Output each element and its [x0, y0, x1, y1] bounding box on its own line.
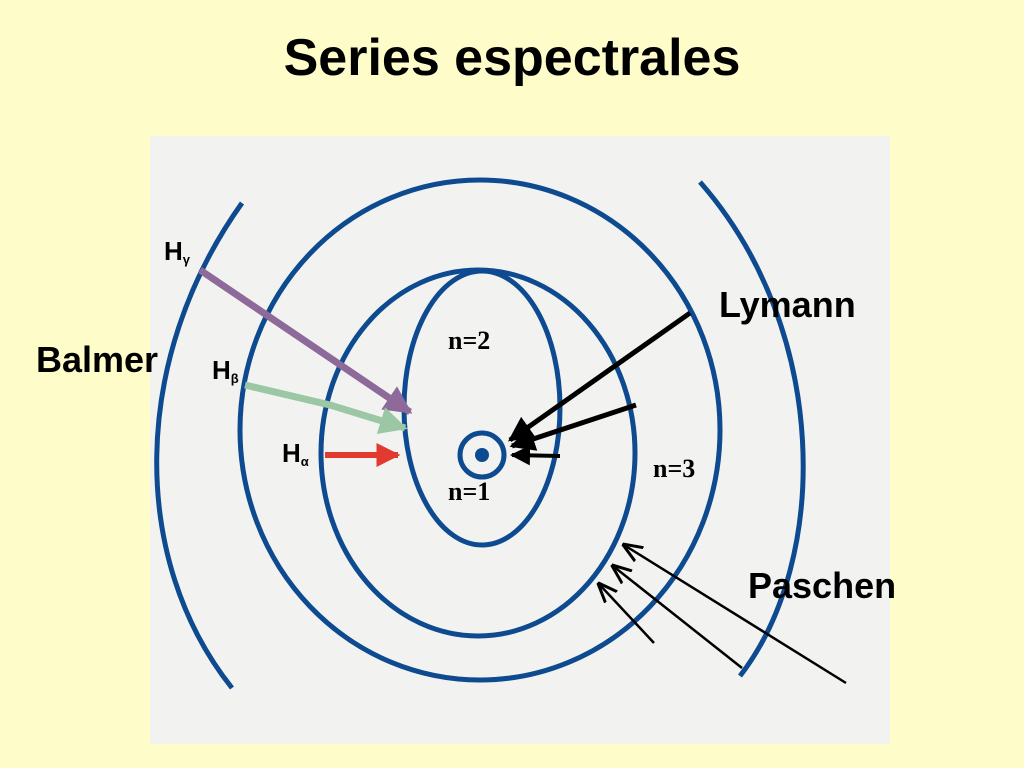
- orbit-n3: [318, 267, 638, 639]
- label-paschen: Paschen: [748, 565, 896, 606]
- label-balmer: Balmer: [36, 339, 158, 380]
- paschen-arrow-1: [624, 545, 847, 685]
- label-h-beta: Hβ: [212, 355, 239, 386]
- balmer-arrow-gamma: [198, 267, 413, 415]
- label-n3: n=3: [653, 454, 695, 483]
- balmer-arrow-beta: [244, 381, 408, 434]
- lyman-arrow-1: [507, 310, 692, 443]
- lyman-arrows: [507, 310, 692, 466]
- orbits: [154, 177, 806, 690]
- paschen-arrow-3: [599, 584, 655, 644]
- slide-title: Series espectrales: [283, 29, 741, 87]
- label-lymann: Lymann: [719, 284, 856, 325]
- lyman-arrow-2: [509, 402, 637, 451]
- label-n1: n=1: [448, 477, 490, 506]
- paschen-arrows: [599, 545, 847, 685]
- orbit-outer-right: [698, 180, 806, 678]
- orbit-outer-left: [154, 201, 245, 690]
- orbit-n1: [457, 430, 507, 480]
- label-n2: n=2: [448, 326, 490, 355]
- nucleus: [475, 448, 489, 462]
- orbit-n4: [237, 177, 723, 683]
- label-h-alpha: Hα: [282, 438, 309, 469]
- lyman-arrow-3: [510, 445, 561, 466]
- label-h-gamma: Hγ: [164, 236, 191, 267]
- paschen-arrow-2: [613, 566, 743, 669]
- balmer-arrows: [198, 267, 413, 467]
